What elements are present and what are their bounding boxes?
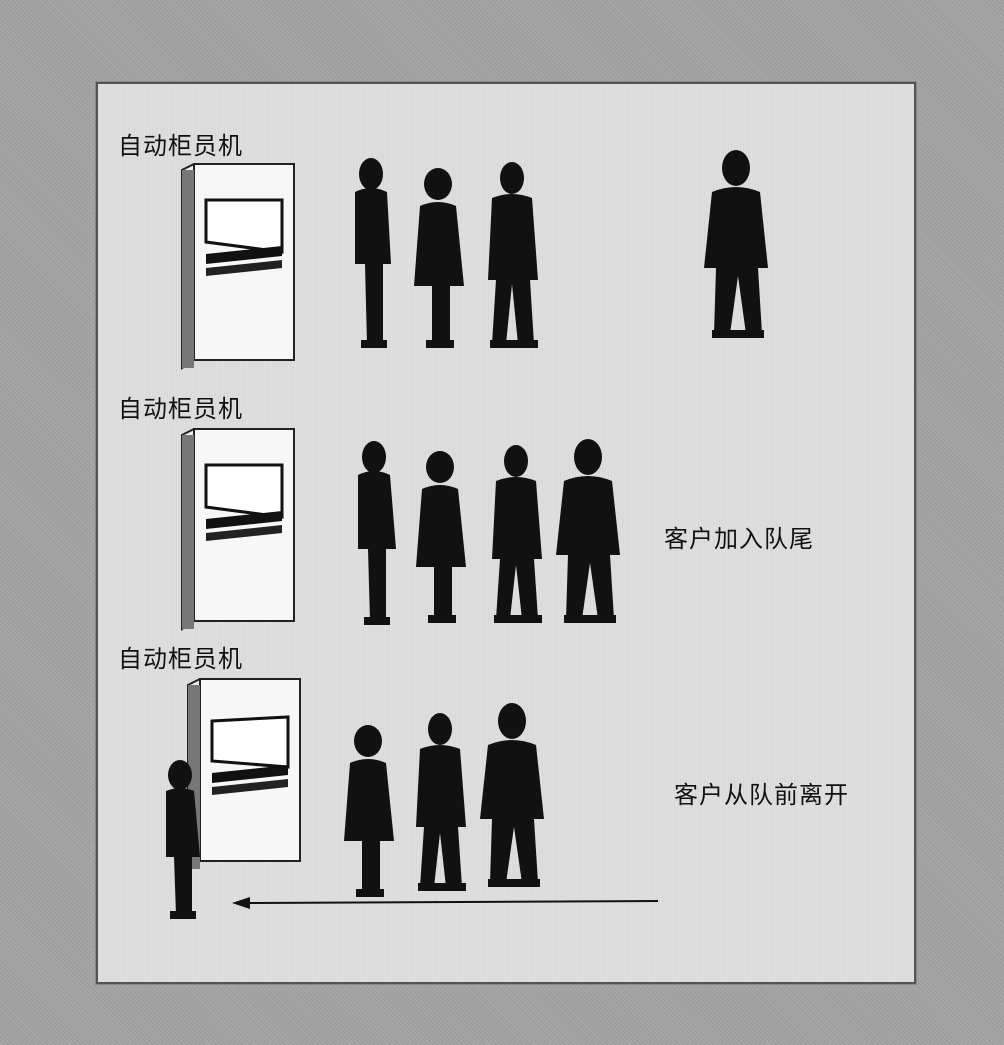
diagram-panel: 自动柜员机 <box>96 82 916 984</box>
caption-join-queue: 客户加入队尾 <box>664 525 814 553</box>
atm-label: 自动柜员机 <box>118 395 243 423</box>
scene-1: 自动柜员机 <box>98 126 914 396</box>
person-silhouette-icon <box>704 150 768 338</box>
person-silhouette-icon <box>492 445 542 623</box>
scene-1-figures <box>181 150 768 370</box>
scene-3-figures <box>166 678 659 919</box>
person-silhouette-icon <box>414 168 464 348</box>
caption-leave-queue: 客户从队前离开 <box>674 781 849 809</box>
person-silhouette-icon <box>358 441 396 625</box>
person-silhouette-icon <box>488 162 538 348</box>
person-silhouette-icon <box>344 725 394 897</box>
person-silhouette-icon <box>166 760 200 919</box>
person-silhouette-icon <box>416 451 466 623</box>
atm-label: 自动柜员机 <box>118 132 243 160</box>
atm-label: 自动柜员机 <box>118 645 243 673</box>
scene-2-figures <box>181 428 620 631</box>
scene-2: 自动柜员机 <box>98 389 914 659</box>
atm-machine-icon <box>187 678 301 871</box>
person-silhouette-icon <box>556 439 620 623</box>
person-silhouette-icon <box>355 158 391 348</box>
scene-3: 自动柜员机 <box>98 639 914 919</box>
person-silhouette-icon <box>480 703 544 887</box>
person-silhouette-icon <box>416 713 466 891</box>
atm-machine-icon <box>181 428 295 631</box>
arrow-left-icon <box>232 897 659 909</box>
atm-machine-icon <box>181 163 295 370</box>
